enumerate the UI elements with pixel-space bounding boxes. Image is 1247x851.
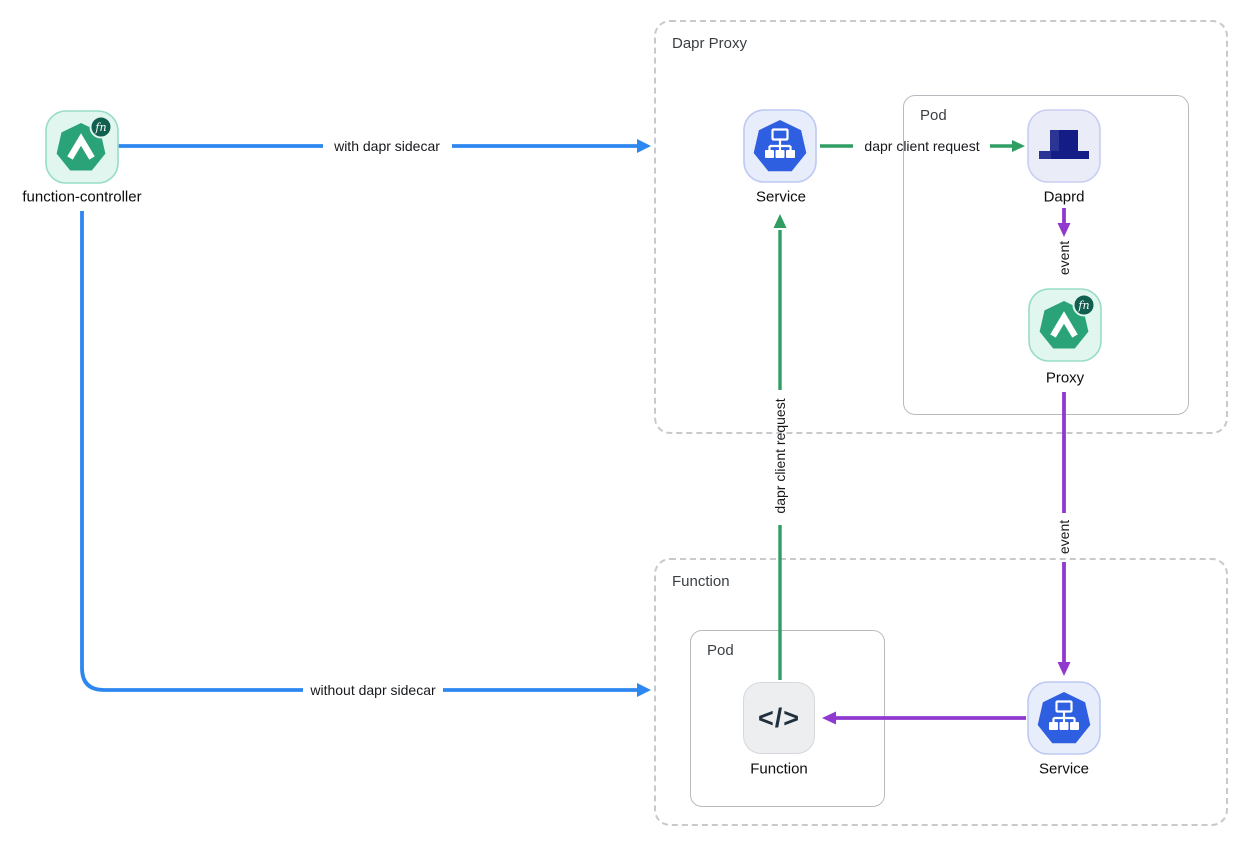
group-function-label: Function bbox=[672, 573, 730, 590]
edge-label-client-request-up: dapr client request bbox=[772, 398, 788, 514]
pod-box-top: Pod bbox=[903, 95, 1189, 415]
edge-label-without-sidecar: without dapr sidecar bbox=[310, 682, 436, 698]
edge-label-client-request-top: dapr client request bbox=[864, 138, 980, 154]
lambda-caret-glyph bbox=[1050, 311, 1078, 338]
node-label-service-bottom: Service bbox=[1038, 760, 1090, 778]
edge-label-event-proxy: event bbox=[1056, 519, 1072, 555]
node-label-service-top: Service bbox=[755, 188, 807, 206]
group-function: Function bbox=[654, 558, 1228, 826]
pod-box-bottom-label: Pod bbox=[707, 642, 734, 659]
node-label-proxy: Proxy bbox=[1045, 369, 1085, 387]
fn-badge-text: fn bbox=[1077, 299, 1089, 312]
arrowhead-without-sidecar bbox=[637, 683, 651, 697]
fn-badge bbox=[1072, 293, 1096, 317]
dapr-hat-glyph bbox=[1039, 130, 1089, 159]
edge-label-event-daprd: event bbox=[1056, 240, 1072, 276]
sitemap-glyph-nodes bbox=[765, 150, 795, 158]
edge-without-sidecar-line bbox=[80, 211, 303, 692]
lambda-caret-glyph bbox=[67, 133, 95, 160]
fn-badge-text: fn bbox=[94, 121, 106, 134]
code-glyph: </> bbox=[757, 702, 801, 733]
sitemap-glyph-nodes bbox=[1049, 722, 1079, 730]
group-dapr-proxy-label: Dapr Proxy bbox=[672, 35, 748, 52]
kubernetes-service-icon bbox=[743, 109, 817, 183]
node-label-function: Function bbox=[750, 760, 808, 778]
fn-badge bbox=[89, 115, 113, 139]
kubernetes-service-icon bbox=[1027, 681, 1101, 755]
pod-box-top-label: Pod bbox=[920, 107, 947, 124]
node-label-daprd: Daprd bbox=[1043, 188, 1085, 206]
sitemap-glyph bbox=[768, 128, 792, 150]
arrowhead-with-sidecar bbox=[637, 139, 651, 153]
group-dapr-proxy: Dapr Proxy bbox=[654, 20, 1228, 434]
dapr-hat-icon bbox=[1027, 109, 1101, 183]
sitemap-glyph bbox=[1052, 700, 1076, 722]
openfunction-icon: fn bbox=[45, 110, 119, 184]
node-label-function-controller: function-controller bbox=[22, 188, 142, 206]
code-function-icon: </> bbox=[743, 682, 815, 754]
edge-label-with-sidecar: with dapr sidecar bbox=[334, 138, 440, 154]
openfunction-icon: fn bbox=[1028, 288, 1102, 362]
